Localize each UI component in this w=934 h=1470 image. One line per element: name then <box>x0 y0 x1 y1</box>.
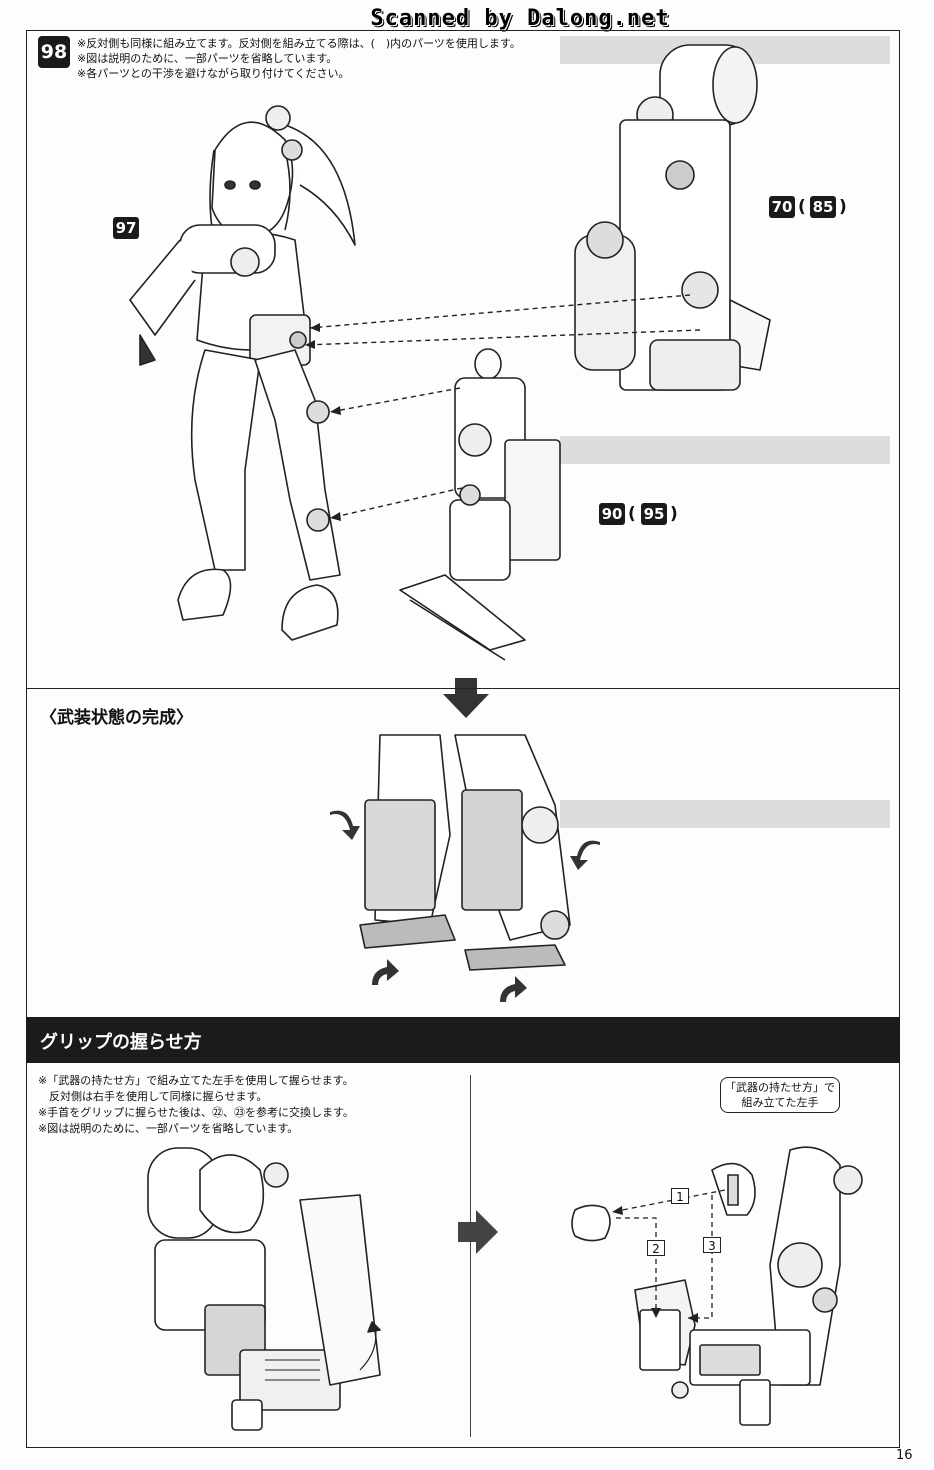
step-box-1: 1 <box>671 1188 689 1204</box>
step-note: ※反対側も同様に組み立てます。反対側を組み立てる際は、( )内のパーツを使用しま… <box>77 37 521 50</box>
step-box-2: 2 <box>647 1240 665 1256</box>
grip-note: 反対側は右手を使用して同様に握らせます。 <box>38 1090 268 1103</box>
step-note: ※図は説明のために、一部パーツを省略しています。 <box>77 52 338 65</box>
callout-line: 「武器の持たせ方」で <box>725 1081 835 1094</box>
paren-close: ) <box>839 197 847 217</box>
callout-line: 組み立てた左手 <box>741 1096 819 1109</box>
vertical-divider <box>470 1075 471 1437</box>
grip-parts-illustration <box>571 1146 863 1426</box>
paren-open: ( <box>798 197 806 217</box>
leg-part-illustration <box>399 348 561 661</box>
step-number-badge: 98 <box>38 36 70 68</box>
part-label-upper-alt: 85 <box>810 196 836 218</box>
grip-note: ※図は説明のために、一部パーツを省略しています。 <box>38 1122 299 1135</box>
grip-section-title: グリップの握らせ方 <box>40 1032 202 1053</box>
grip-note: ※手首をグリップに握らせた後は、㉒、㉓を参考に交換します。 <box>38 1106 354 1119</box>
upper-part-illustration <box>574 44 771 391</box>
page-frame <box>26 30 900 1448</box>
part-label-figure: 97 <box>113 217 139 239</box>
section-divider <box>26 688 900 689</box>
page-number: 16 <box>896 1448 913 1463</box>
figure-holding-illustration <box>147 1147 381 1431</box>
grip-note: ※「武器の持たせ方」で組み立てた左手を使用して握らせます。 <box>38 1074 354 1087</box>
figure-illustration <box>129 105 356 641</box>
grip-notes: ※「武器の持たせ方」で組み立てた左手を使用して握らせます。 反対側は右手を使用し… <box>38 1073 354 1137</box>
armed-complete-heading: 〈武装状態の完成〉 <box>40 708 193 728</box>
left-hand-callout: 「武器の持たせ方」で 組み立てた左手 <box>720 1077 840 1113</box>
grip-section-banner: グリップの握らせ方 <box>26 1017 900 1063</box>
part-label-upper: 70 <box>769 196 795 218</box>
step-box-3: 3 <box>703 1237 721 1253</box>
part-label-leg-alt: 95 <box>641 503 667 525</box>
paren-close: ) <box>670 504 678 524</box>
step-note: ※各パーツとの干渉を避けながら取り付けてください。 <box>77 67 350 80</box>
step-notes: ※反対側も同様に組み立てます。反対側を組み立てる際は、( )内のパーツを使用しま… <box>77 36 521 81</box>
part-label-leg: 90 <box>599 503 625 525</box>
scan-watermark: Scanned by Dalong.net <box>370 6 670 31</box>
paren-open: ( <box>628 504 636 524</box>
